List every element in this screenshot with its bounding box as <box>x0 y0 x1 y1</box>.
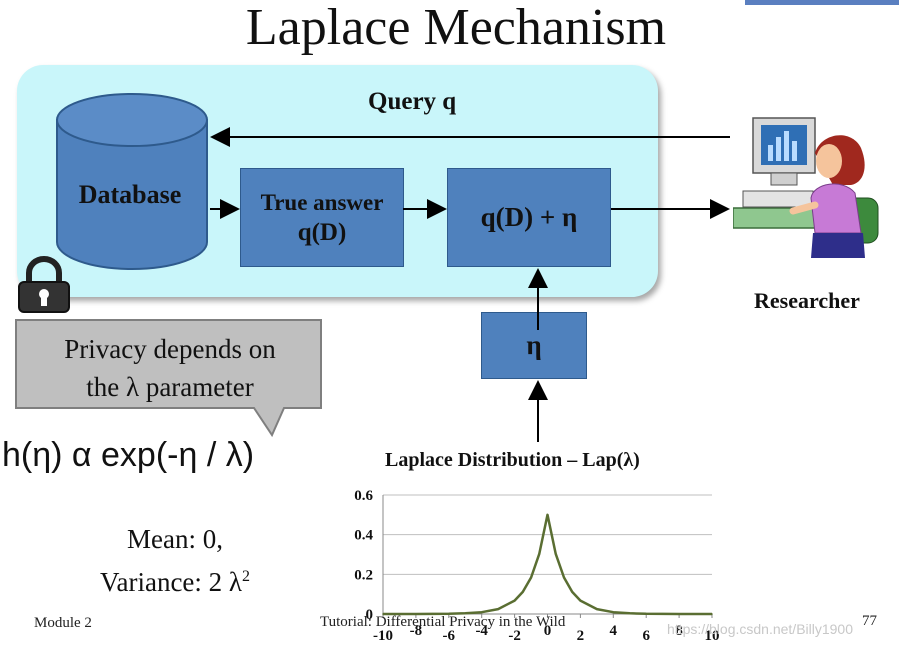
variance-exponent: 2 <box>242 568 251 585</box>
callout-line1: Privacy depends on <box>64 334 276 364</box>
true-answer-line1: True answer <box>260 189 384 215</box>
curve-point <box>711 613 713 615</box>
slide-title: Laplace Mechanism <box>245 0 667 56</box>
variance-line: Variance: 2 λ2 <box>60 558 290 601</box>
x-tick-label: -4 <box>475 623 488 639</box>
y-tick-label: 0.6 <box>354 488 373 504</box>
callout-text: Privacy depends on the λ parameter <box>22 330 318 406</box>
curve-point <box>415 613 417 615</box>
cylinder-database-icon <box>56 93 208 270</box>
curve-point <box>513 599 516 602</box>
x-tick-label: -6 <box>443 628 456 644</box>
researcher-at-computer-icon <box>733 117 879 258</box>
noise-box: η <box>481 312 587 379</box>
curve-point <box>480 611 483 613</box>
x-tick-label: -10 <box>373 628 393 644</box>
chart-title: Laplace Distribution – Lap(λ) <box>385 449 640 471</box>
callout-bubble <box>15 319 322 438</box>
curve-point <box>628 612 631 615</box>
curve-point <box>554 553 557 555</box>
x-tick-label: 10 <box>705 628 720 644</box>
laplace-curve-line <box>383 513 712 616</box>
curve-point <box>645 612 647 615</box>
curve-point <box>563 576 565 579</box>
callout-line2: the λ parameter <box>86 372 254 402</box>
curve-point <box>522 591 524 593</box>
x-tick-label: 6 <box>642 628 650 644</box>
y-tick-label: 0 <box>366 607 374 623</box>
x-tick-label: 2 <box>577 628 585 644</box>
curve-point <box>546 514 549 516</box>
top-accent-bar <box>745 0 899 5</box>
researcher-label: Researcher <box>754 288 860 313</box>
footer-tutorial: Tutorial: Differential Privacy in the Wi… <box>320 614 566 630</box>
curve-point <box>596 608 598 610</box>
laplace-density-formula: h(η) α exp(-η / λ) <box>2 436 255 474</box>
curve-point <box>678 613 680 615</box>
noisy-answer-box: q(D) + η <box>447 168 611 267</box>
true-answer-line2: q(D) <box>297 218 347 246</box>
x-tick-label: 8 <box>675 623 683 639</box>
x-tick-label: 4 <box>610 623 618 639</box>
watermark: https://blog.csdn.net/Billy1900 <box>667 621 854 637</box>
y-tick-label: 0.4 <box>354 528 373 544</box>
mean-label: Mean: 0, <box>127 524 223 554</box>
curve-point <box>612 611 615 613</box>
database-label: Database <box>78 180 182 209</box>
curve-point <box>571 591 573 593</box>
curve-point <box>538 553 541 555</box>
variance-label: Variance: 2 λ <box>99 567 243 597</box>
x-tick-label: -8 <box>410 623 423 639</box>
x-tick-label: 0 <box>544 623 552 639</box>
curve-point <box>464 612 467 615</box>
curve-point <box>530 576 532 579</box>
curve-point <box>497 608 499 610</box>
y-tick-label: 0.2 <box>354 567 373 583</box>
curve-point <box>448 612 450 615</box>
footer-module: Module 2 <box>34 615 92 631</box>
curve-point <box>382 613 384 615</box>
true-answer-box: True answer q(D) <box>240 168 404 267</box>
x-tick-label: -2 <box>508 628 520 644</box>
curve-point <box>579 599 582 602</box>
laplace-distribution-chart: 0 0.2 0.4 0.6 -10 -8 -6 -4 -2 0 2 4 6 8 10 <box>354 488 720 644</box>
page-number: 77 <box>862 613 877 629</box>
mean-variance-text: Mean: 0, Variance: 2 λ2 <box>60 520 290 601</box>
padlock-icon <box>18 256 70 313</box>
query-label: Query q <box>368 88 457 115</box>
